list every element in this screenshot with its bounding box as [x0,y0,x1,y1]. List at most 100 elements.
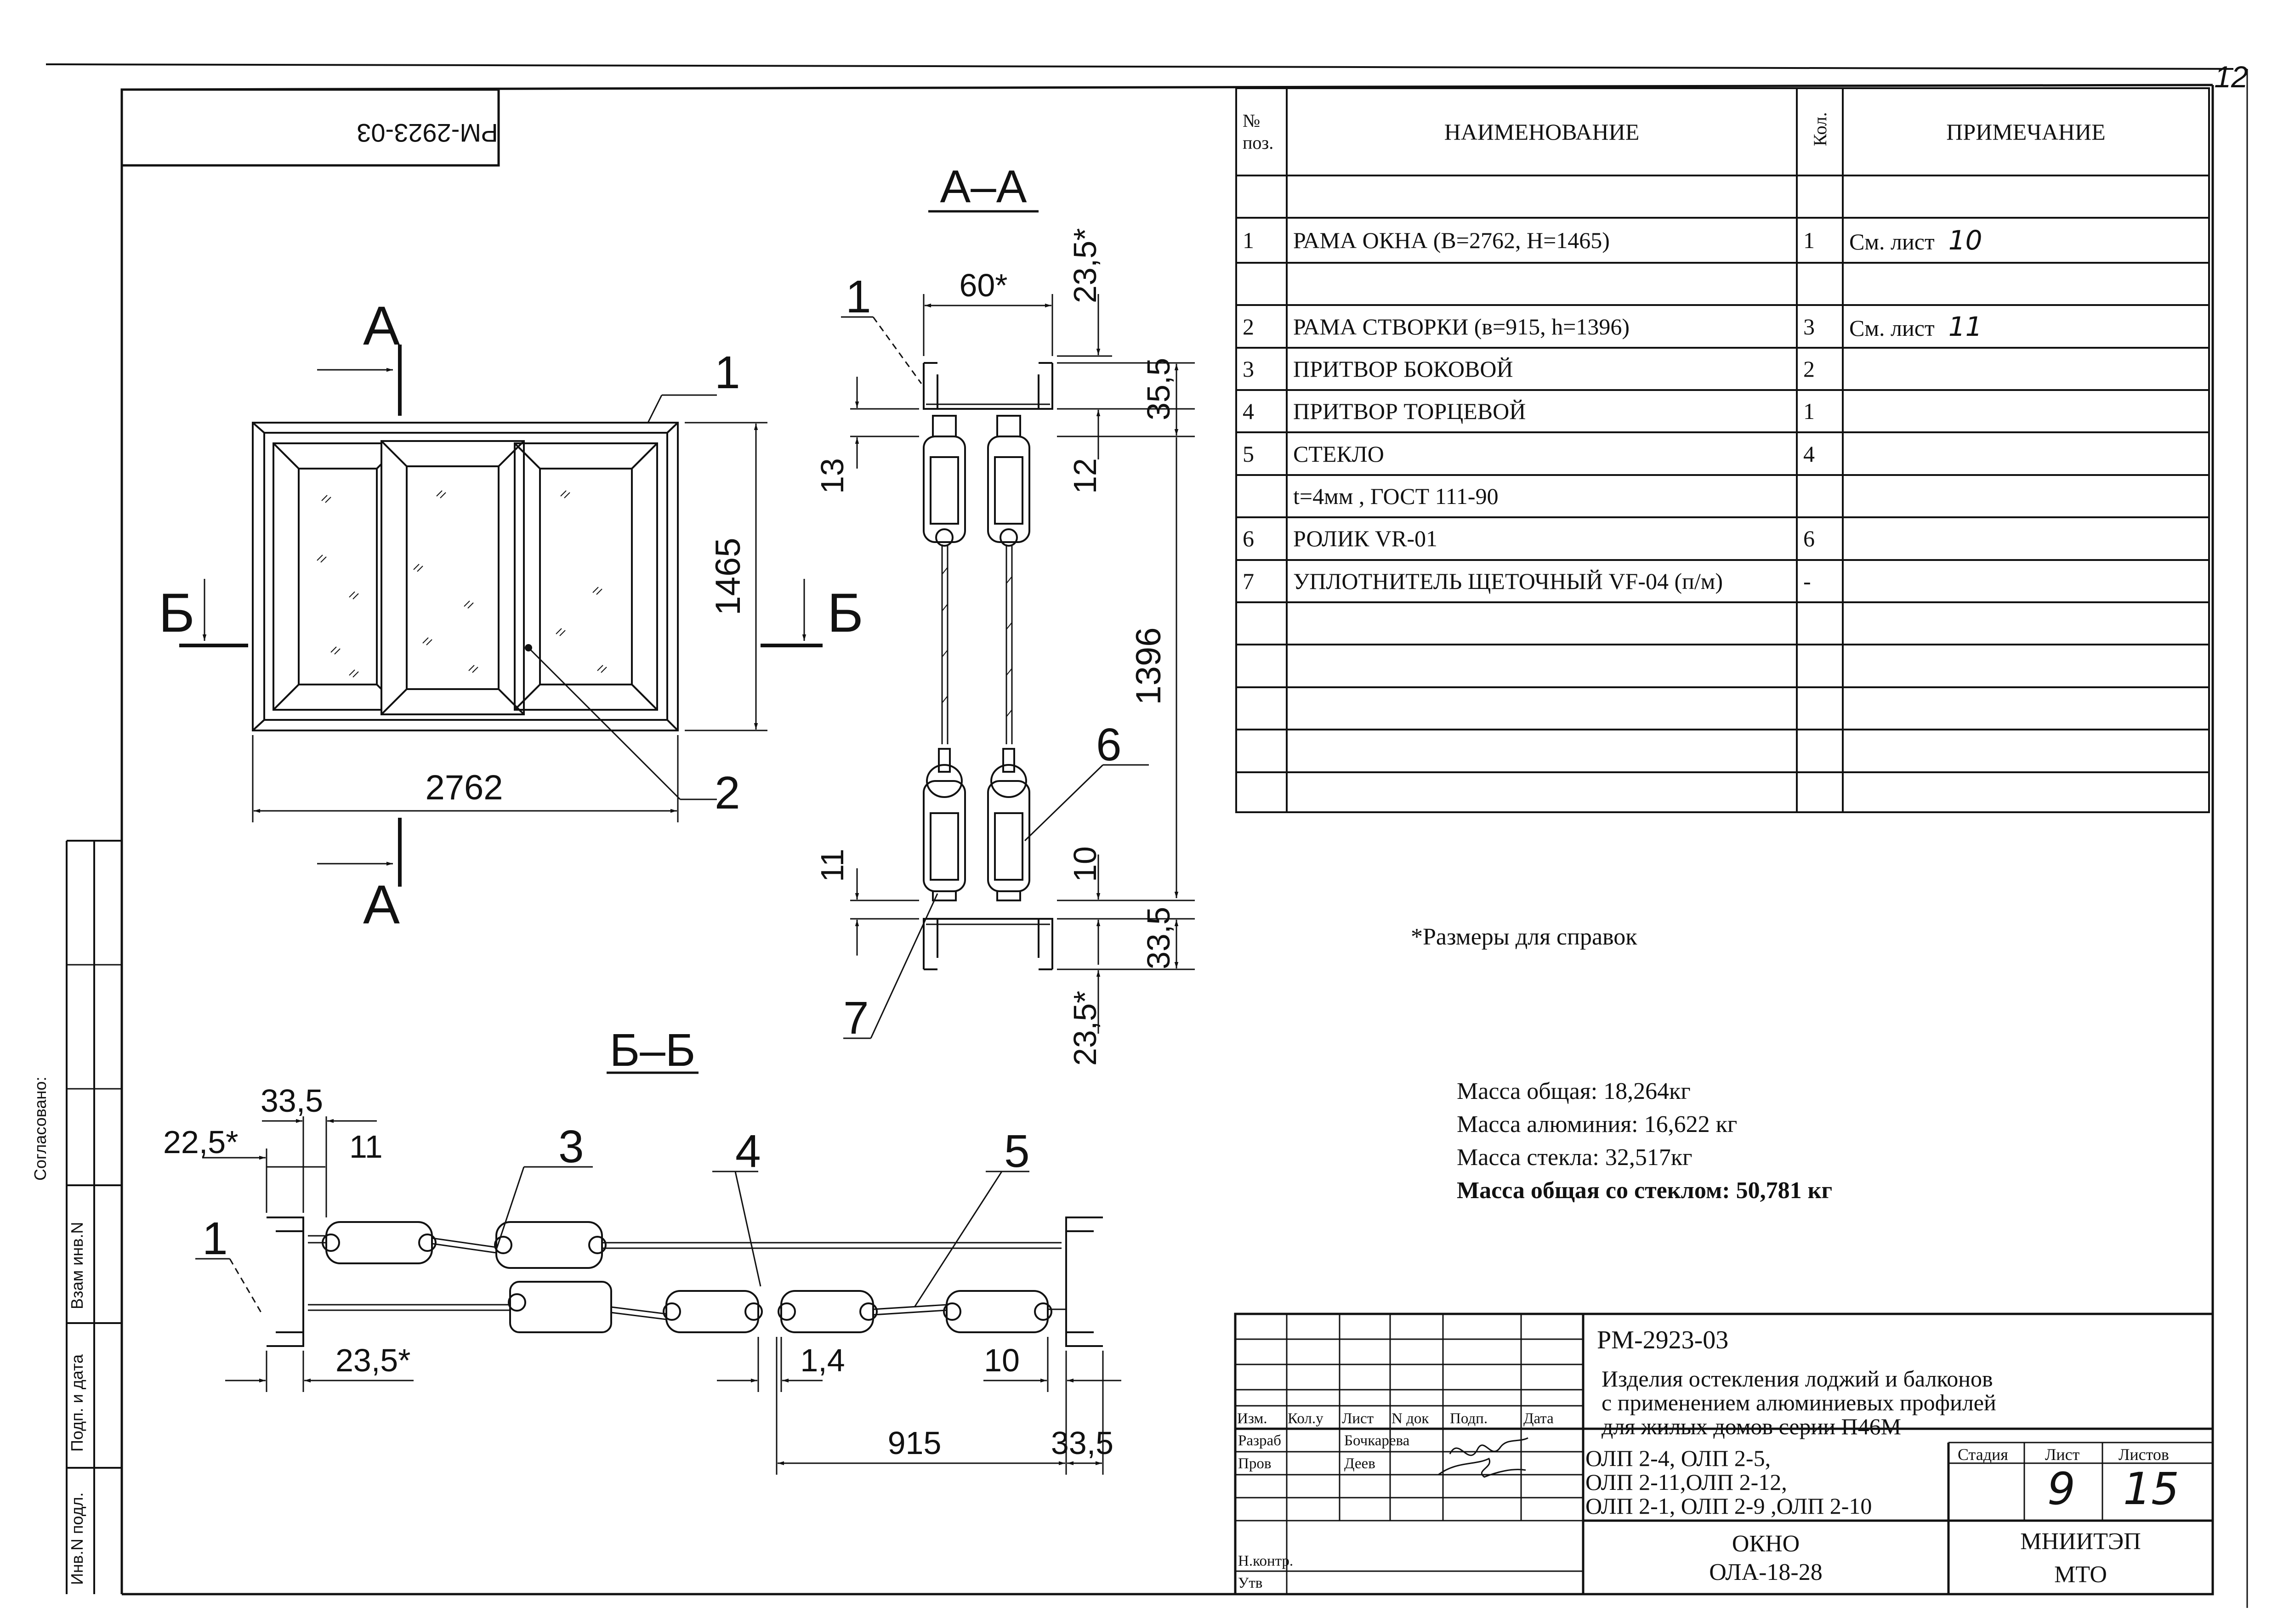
cell-note [1842,431,2210,476]
cell-note [1842,346,2210,391]
cell-qty [1796,644,1844,688]
header-position-no: № поз. [1235,87,1288,176]
reference-dims-note: *Размеры для справок [1411,924,1637,950]
aa-dim-10: 10 [1067,846,1103,882]
bb-dim-10: 10 [984,1342,1020,1378]
cell-name [1286,729,1798,773]
aa-callout-6: 6 [1096,719,1122,770]
cell-qty [1796,174,1844,219]
bb-callout-5: 5 [1004,1126,1030,1177]
sheet-number: 9 [2047,1463,2076,1515]
title-block-products: ОЛП 2-4, ОЛП 2-5, ОЛП 2-11,ОЛП 2-12, ОЛП… [1585,1446,1872,1518]
bb-callout-4: 4 [735,1126,761,1177]
aa-dim-1396: 1396 [1129,627,1168,705]
section-aa-dims [841,294,1195,1039]
title-block-grid [1234,1313,2214,1596]
col-list: Лист [1342,1410,1374,1427]
cell-qty: 2 [1796,346,1844,391]
razrab-label: Разраб [1238,1432,1281,1449]
inv-podl-label: Инв.N подл. [68,1492,86,1585]
section-bb-dims [195,1116,1121,1475]
mass-aluminium: Масса алюминия: 16,622 кг [1457,1111,1738,1137]
cell-position-no: 2 [1235,304,1288,349]
cell-qty: 6 [1796,516,1844,561]
note-text: См. лист [1849,229,1935,255]
bb-dim-33-5-top: 33,5 [261,1083,323,1119]
org-line-2: МТО [2054,1562,2107,1588]
cell-name [1286,261,1798,306]
cell-position-no: 4 [1235,389,1288,434]
cell-name [1286,601,1798,646]
aa-dim-12: 12 [1067,458,1103,494]
bb-dim-11: 11 [349,1129,383,1165]
cell-name: УПЛОТНИТЕЛЬ ЩЕТОЧНЫЙ VF-04 (п/м) [1286,559,1798,604]
elevation-callout-1: 1 [715,347,740,398]
cell-note: См. лист 10 [1842,217,2210,264]
section-aa-title: А–А [940,161,1027,212]
cell-name: РОЛИК VR-01 [1286,516,1798,561]
cell-qty [1796,771,1844,814]
header-qty-text: Кол. [1809,112,1830,147]
header-qty: Кол. [1796,87,1844,176]
callout-2-dot [525,644,532,651]
vzam-inv-label: Взам инв.N [68,1222,86,1309]
utv-label: Утв [1238,1575,1263,1591]
cell-position-no [1235,474,1288,519]
table-row [1235,686,2210,731]
title-line-1: Изделия остекления лоджий и балконов [1602,1366,1993,1392]
cell-qty [1796,601,1844,646]
cell-note [1842,261,2210,306]
products-line-1: ОЛП 2-4, ОЛП 2-5, [1585,1445,1771,1471]
bb-callout-3: 3 [558,1121,584,1172]
cell-qty: 3 [1796,304,1844,349]
cell-position-no [1235,261,1288,306]
mass-summary: Масса общая: 18,264кг Масса алюминия: 16… [1457,1075,1832,1207]
width-dim-2762: 2762 [425,768,503,807]
cell-note [1842,174,2210,219]
cell-note [1842,516,2210,561]
cell-note [1842,559,2210,604]
cell-note [1842,644,2210,688]
col-podp: Подп. [1450,1410,1488,1427]
products-line-3: ОЛП 2-1, ОЛП 2-9 ,ОЛП 2-10 [1585,1493,1872,1519]
cell-qty: 1 [1796,217,1844,264]
cell-position-no: 3 [1235,346,1288,391]
aa-dim-35-5: 35,5 [1141,358,1176,420]
cell-qty [1796,729,1844,773]
stage-label: Стадия [1958,1445,2008,1464]
title-block-title: Изделия остекления лоджий и балконов с п… [1602,1367,1996,1438]
table-row [1235,771,2210,814]
cell-qty: - [1796,559,1844,604]
cell-position-no: 5 [1235,431,1288,476]
cell-qty [1796,474,1844,519]
cell-name [1286,174,1798,219]
elevation-callout-2: 2 [715,767,740,819]
table-row [1235,261,2210,306]
mass-total: Масса общая: 18,264кг [1457,1078,1691,1104]
aa-callout-1: 1 [846,271,871,323]
cell-name: ПРИТВОР БОКОВОЙ [1286,346,1798,391]
cell-name [1286,771,1798,814]
prov-label: Пров [1238,1455,1272,1472]
aa-dim-11: 11 [814,849,850,882]
note-sheet-ref: 10 [1948,225,1982,256]
cell-position-no [1235,686,1288,731]
cell-position-no [1235,771,1288,814]
cell-name [1286,644,1798,688]
cell-qty [1796,686,1844,731]
podp-data-label: Подп. и дата [68,1354,86,1452]
sheet-frame [45,63,2248,1608]
bb-callout-1: 1 [202,1213,228,1264]
cell-position-no [1235,601,1288,646]
prov-name: Деев [1344,1455,1375,1472]
title-block-object: ОКНО ОЛА-18-28 [1583,1530,1948,1587]
sheets-label: Листов [2119,1445,2169,1464]
cell-note [1842,771,2210,814]
org-line-1: МНИИТЭП [2020,1528,2141,1555]
table-row [1235,644,2210,688]
aa-dim-60: 60* [959,267,1007,303]
cell-qty: 4 [1796,431,1844,476]
